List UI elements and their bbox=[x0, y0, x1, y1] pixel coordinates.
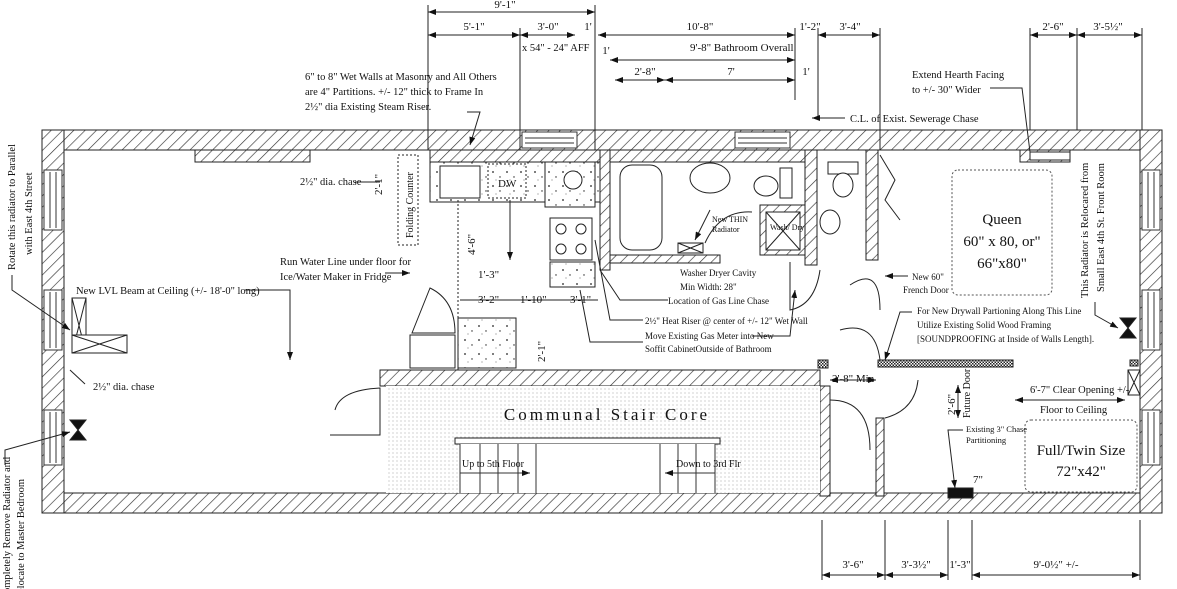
gas-line-note: Location of Gas Line Chase bbox=[668, 296, 769, 306]
queen-bed-size-1: 60" x 80, or" bbox=[963, 234, 1040, 250]
wet-walls-note-2: are 4" Partitions. +/- 12" thick to Fram… bbox=[305, 87, 484, 98]
queen-bed-title: Queen bbox=[982, 212, 1022, 228]
bathroom-overall-label: 9'-8" Bathroom Overall bbox=[690, 42, 794, 54]
windows bbox=[43, 131, 1161, 466]
clear-opening-note-1: 6'-7" Clear Opening +/- bbox=[1030, 385, 1130, 396]
thin-radiator-note-2: Radiator bbox=[712, 225, 740, 234]
existing-chase-note-1: Existing 3" Chase bbox=[966, 424, 1027, 434]
heat-riser-note: 2½" Heat Riser @ center of +/- 12" Wet W… bbox=[645, 316, 808, 326]
stair-core bbox=[330, 386, 820, 493]
window-height-note: x 54" - 24" AFF bbox=[522, 43, 590, 54]
dim-top-overall: 9'-1" bbox=[494, 0, 515, 11]
relocated-radiator-note-1: This Radiator is Relocared from bbox=[1080, 163, 1091, 298]
gas-meter-note-1: Move Existing Gas Meter into New bbox=[645, 331, 774, 341]
dishwasher-label: DW bbox=[498, 178, 517, 190]
queen-bed-size-2: 66"x80" bbox=[977, 256, 1027, 272]
dim-kitchen-7: 2'-1" bbox=[373, 174, 385, 195]
dim-top-4: 10'-8" bbox=[687, 21, 714, 33]
bathroom bbox=[609, 149, 901, 361]
clear-opening-note-2: Floor to Ceiling bbox=[1040, 405, 1108, 416]
dimension-lines bbox=[427, 5, 1143, 580]
remove-radiator-note-1: Completely Remove Radiator and bbox=[2, 456, 13, 589]
dim-bath-2: 2'-8" bbox=[634, 66, 655, 78]
dim-top-3: 1' bbox=[584, 21, 592, 33]
wet-walls-note-3: 2½" dia Existing Steam Riser. bbox=[305, 102, 431, 113]
dim-kitchen-5: 3'-1" bbox=[570, 294, 591, 306]
gas-meter-note-2: Soffit CabinetOutside of Bathroom bbox=[645, 344, 772, 354]
chase-note-bottom: 2½" dia. chase bbox=[93, 382, 155, 393]
kitchen bbox=[397, 149, 611, 370]
washer-dryer-label: Wash/ Dry bbox=[770, 223, 804, 232]
dim-top-5: 1'-2" bbox=[799, 21, 820, 33]
dim-hall-7: 7" bbox=[973, 474, 983, 486]
remove-radiator-note-2: Relocate to Master Bedroom bbox=[16, 479, 27, 589]
chase-note-top: 2½" dia. chase bbox=[300, 177, 362, 188]
dim-top-6: 3'-4" bbox=[839, 21, 860, 33]
hearth-note-1: Extend Hearth Facing bbox=[912, 70, 1005, 81]
thin-radiator-note-1: New THIN bbox=[712, 215, 748, 224]
drywall-note-3: [SOUNDPROOFING at Inside of Walls Length… bbox=[917, 334, 1094, 344]
dim-top-1: 5'-1" bbox=[463, 21, 484, 33]
wet-walls-note-1: 6" to 8" Wet Walls at Masonry and All Ot… bbox=[305, 72, 497, 83]
dim-bottom-1: 3'-6" bbox=[842, 559, 863, 571]
dim-hall-door: 2'-6" bbox=[946, 394, 958, 415]
french-door-note-1: New 60" bbox=[912, 272, 944, 282]
dim-bath-4: 1' bbox=[802, 66, 810, 78]
twin-bed bbox=[1024, 419, 1138, 493]
sewerage-note: C.L. of Exist. Sewerage Chase bbox=[850, 114, 979, 125]
drywall-note-2: Utilize Existing Solid Wood Framing bbox=[917, 320, 1052, 330]
folding-counter-label: Folding Counter bbox=[405, 171, 416, 238]
dim-kitchen-6: 2'-1" bbox=[536, 341, 548, 362]
washer-cavity-note-1: Washer Dryer Cavity bbox=[680, 268, 757, 278]
rotate-radiator-note-1: Rotate this radiator to Parallel bbox=[7, 144, 18, 270]
stairs-down-label: Down to 3rd Flr bbox=[676, 459, 741, 470]
dim-bath-1: 1' bbox=[602, 45, 610, 57]
stairs-up-label: Up to 5th Floor bbox=[462, 459, 525, 470]
rotate-radiator-note-2: with East 4th Street bbox=[24, 172, 35, 255]
existing-chase-note-2: Partitioning bbox=[966, 435, 1007, 445]
dim-bath-3: 7' bbox=[727, 66, 735, 78]
dim-kitchen-1: 4'-6" bbox=[466, 234, 478, 255]
future-door-label: Future Door bbox=[962, 368, 973, 418]
twin-bed-size: 72"x42" bbox=[1056, 464, 1106, 480]
dim-top-2: 3'-0" bbox=[537, 21, 558, 33]
hearth-note-2: to +/- 30" Wider bbox=[912, 85, 981, 96]
radiators bbox=[68, 151, 1138, 441]
dim-hall-min: 2'-8" Min bbox=[832, 373, 875, 385]
dim-kitchen-3: 3'-2" bbox=[478, 294, 499, 306]
dim-bottom-4: 9'-0½" +/- bbox=[1033, 559, 1078, 571]
dim-top-8: 3'-5½" bbox=[1093, 21, 1122, 33]
queen-bed bbox=[951, 169, 1053, 296]
french-door-note-2: French Door bbox=[903, 285, 949, 295]
drywall-note-1: For New Drywall Partioning Along This Li… bbox=[917, 306, 1081, 316]
relocated-radiator-note-2: Small East 4th St. Front Room bbox=[1096, 163, 1107, 292]
dim-top-7: 2'-6" bbox=[1042, 21, 1063, 33]
water-line-note-1: Run Water Line under floor for bbox=[280, 257, 412, 268]
dim-bottom-2: 3'-3½" bbox=[901, 559, 930, 571]
twin-bed-title: Full/Twin Size bbox=[1037, 443, 1126, 459]
water-line-note-2: Ice/Water Maker in Fridge bbox=[280, 272, 392, 283]
leader-lines bbox=[4, 87, 1119, 489]
stair-core-label: Communal Stair Core bbox=[504, 405, 710, 424]
lvl-beam-note: New LVL Beam at Ceiling (+/- 18'-0" long… bbox=[76, 286, 260, 297]
washer-cavity-note-2: Min Width: 28" bbox=[680, 282, 737, 292]
dim-kitchen-2: 1'-3" bbox=[478, 269, 499, 281]
hallway bbox=[817, 359, 1141, 499]
dim-bottom-3: 1'-3" bbox=[949, 559, 970, 571]
dim-kitchen-4: 1'-10" bbox=[520, 294, 547, 306]
